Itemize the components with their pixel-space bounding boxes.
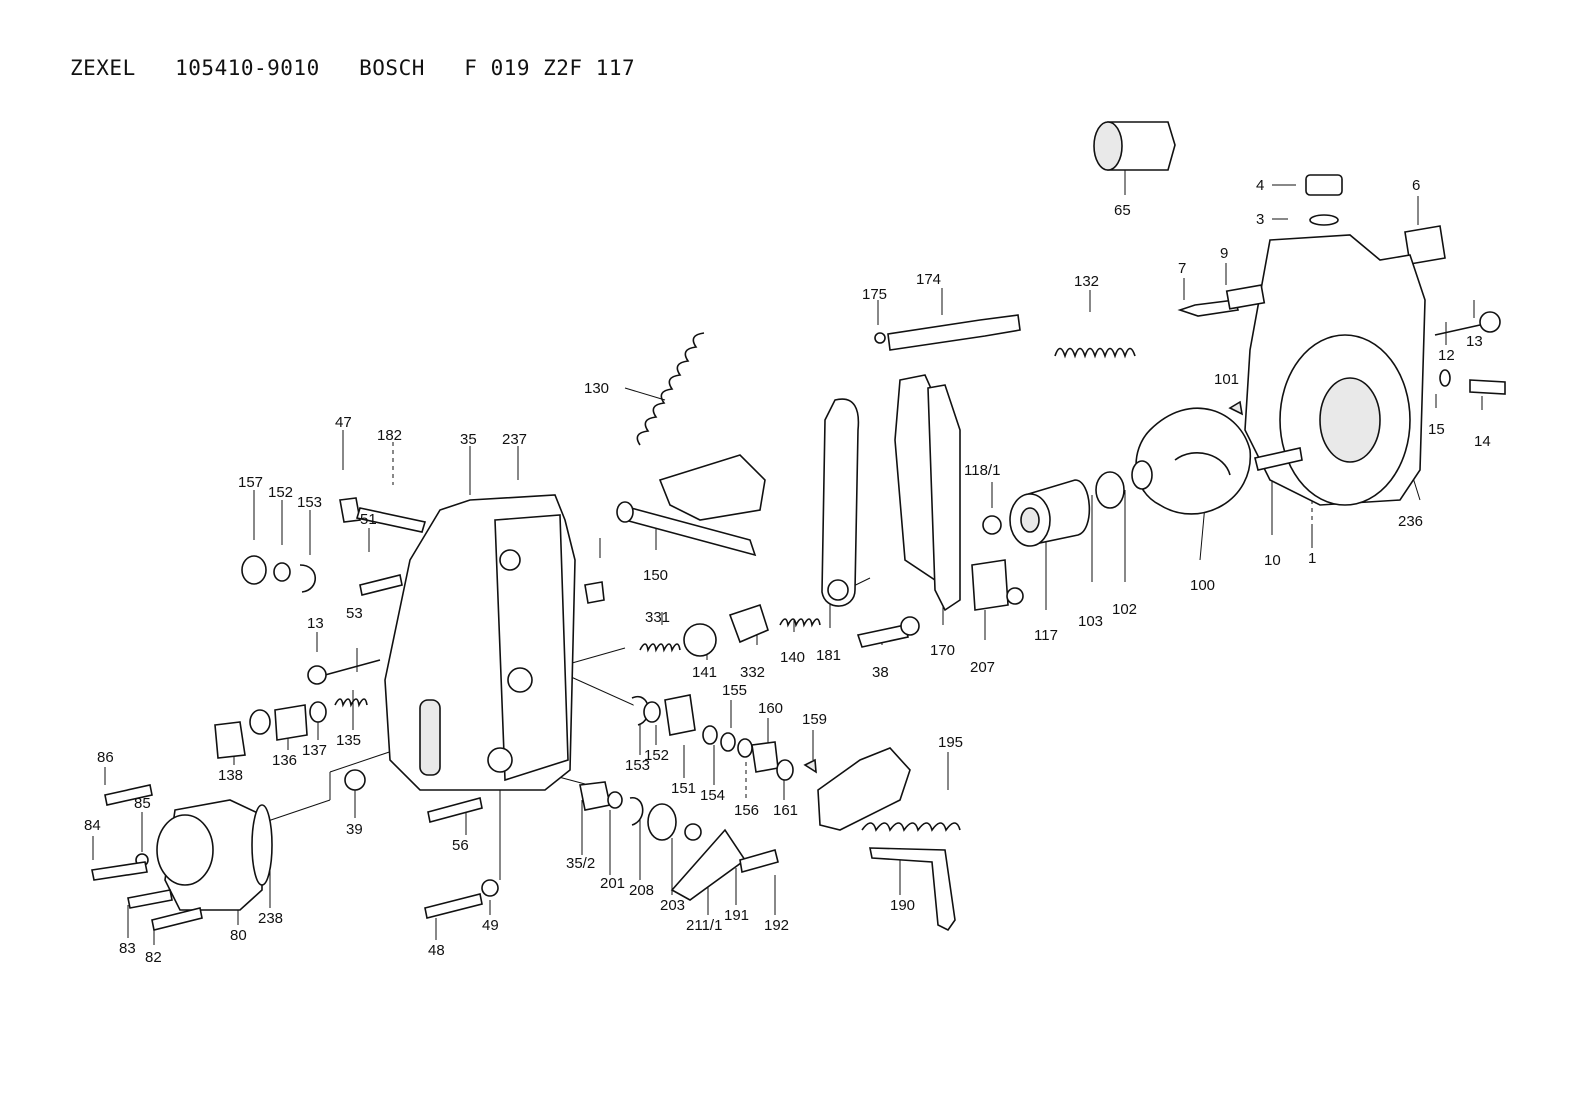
callout-53: 53 [346, 605, 363, 622]
callout-191: 191 [724, 907, 749, 924]
callout-331: 331 [645, 609, 670, 626]
callout-175: 175 [862, 286, 887, 303]
callout-154: 154 [700, 787, 725, 804]
callout-1: 1 [1308, 550, 1316, 567]
callout-132: 132 [1074, 273, 1099, 290]
callout-39: 39 [346, 821, 363, 838]
callout-10: 10 [1264, 552, 1281, 569]
callout-13-right: 13 [1466, 333, 1483, 350]
callout-14: 14 [1474, 433, 1491, 450]
callout-190: 190 [890, 897, 915, 914]
callout-80: 80 [230, 927, 247, 944]
callout-155: 155 [722, 682, 747, 699]
callout-152-right: 152 [644, 747, 669, 764]
callout-47-top: 47 [335, 414, 352, 431]
callout-195: 195 [938, 734, 963, 751]
callout-117: 117 [1034, 627, 1058, 644]
callout-35-2: 35/2 [566, 855, 595, 872]
callout-170: 170 [930, 642, 955, 659]
callout-207: 207 [970, 659, 995, 676]
callout-238: 238 [258, 910, 283, 927]
callout-153-right: 153 [625, 757, 650, 774]
callout-160: 160 [758, 700, 783, 717]
callout-118-1: 118/1 [964, 462, 1000, 479]
callout-6: 6 [1412, 177, 1420, 194]
callout-236: 236 [1398, 513, 1423, 530]
callout-100: 100 [1190, 577, 1215, 594]
callout-182: 182 [377, 427, 402, 444]
callout-labels: 65 4 3 6 7 9 13 12 15 14 236 1 10 100 10… [84, 177, 1491, 966]
callout-201: 201 [600, 875, 625, 892]
callout-237: 237 [502, 431, 527, 448]
callout-208: 208 [629, 882, 654, 899]
callout-86: 86 [97, 749, 114, 766]
callout-332: 332 [740, 664, 765, 681]
callout-151: 151 [671, 780, 696, 797]
callout-159: 159 [802, 711, 827, 728]
callout-130: 130 [584, 380, 609, 397]
callout-4: 4 [1256, 177, 1264, 194]
callout-84: 84 [84, 817, 101, 834]
callout-211-1: 211/1 [686, 917, 722, 934]
callout-3: 3 [1256, 211, 1264, 228]
callout-83: 83 [119, 940, 136, 957]
callout-203: 203 [660, 897, 685, 914]
callout-135: 135 [336, 732, 361, 749]
callout-156: 156 [734, 802, 759, 819]
callout-38: 38 [872, 664, 889, 681]
callout-35: 35 [460, 431, 477, 448]
callout-152-left: 152 [268, 484, 293, 501]
callout-49: 49 [482, 917, 499, 934]
callout-137: 137 [302, 742, 327, 759]
callout-157: 157 [238, 474, 263, 491]
callout-15: 15 [1428, 421, 1445, 438]
callout-9: 9 [1220, 245, 1228, 262]
page-title: ZEXEL 105410-9010 BOSCH F 019 Z2F 117 [70, 56, 636, 80]
callout-192: 192 [764, 917, 789, 934]
callout-48: 48 [428, 942, 445, 959]
callout-12: 12 [1438, 347, 1455, 364]
callout-174: 174 [916, 271, 941, 288]
part-drawings [91, 121, 1506, 932]
callout-13-left: 13 [307, 615, 324, 632]
callout-85: 85 [134, 795, 151, 812]
callout-7: 7 [1178, 260, 1186, 277]
callout-103: 103 [1078, 613, 1103, 630]
callout-161: 161 [773, 802, 798, 819]
callout-65: 65 [1114, 202, 1131, 219]
callout-181: 181 [816, 647, 841, 664]
callout-138: 138 [218, 767, 243, 784]
callout-136: 136 [272, 752, 297, 769]
callout-153-left: 153 [297, 494, 322, 511]
callout-82: 82 [145, 949, 162, 966]
callout-150: 150 [643, 567, 668, 584]
callout-140: 140 [780, 649, 805, 666]
callout-51: 51 [360, 511, 377, 528]
callout-141: 141 [692, 664, 717, 681]
callout-101: 101 [1214, 371, 1239, 388]
callout-56: 56 [452, 837, 469, 854]
callout-102: 102 [1112, 601, 1137, 618]
